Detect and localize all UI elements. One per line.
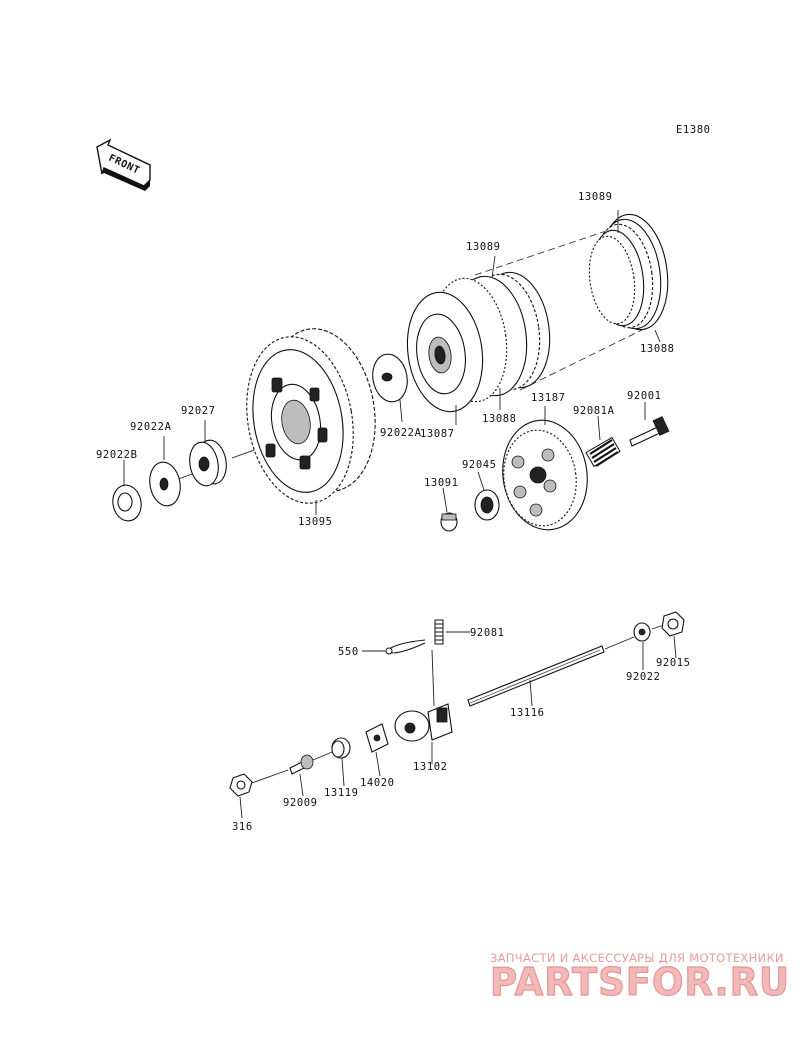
label-92001: 92001 [627, 390, 662, 402]
leader-line [341, 757, 345, 787]
pressure-plate [502, 419, 588, 531]
leader-line [491, 255, 496, 279]
leader-line [529, 679, 533, 707]
leader-line [239, 796, 243, 819]
label-92022A-left: 92022A [130, 421, 172, 433]
leader-line [399, 399, 403, 423]
label-14020: 14020 [360, 777, 395, 789]
label-92045: 92045 [462, 459, 497, 471]
pusher-13091 [440, 512, 458, 532]
axis-line [251, 769, 289, 784]
leader-line [477, 471, 485, 491]
sleeve-92027 [189, 439, 227, 487]
leader-line [654, 329, 661, 343]
watermark-brand: PARTSFOR.RU [490, 960, 790, 1004]
cotter-pin-550 [385, 639, 426, 655]
label-13088-mid: 13088 [482, 413, 517, 425]
diagram-code: E1380 [676, 124, 711, 136]
label-13088-right: 13088 [640, 343, 675, 355]
label-13119: 13119 [324, 787, 359, 799]
watermark-tagline: ЗАПЧАСТИ И АКСЕССУАРЫ ДЛЯ МОТОТЕХНИКИ [490, 951, 784, 965]
axis-line [604, 636, 635, 650]
label-13116: 13116 [510, 707, 545, 719]
label-92022A-right: 92022A [380, 427, 422, 439]
screw-92009 [289, 754, 314, 775]
leader-line [299, 773, 304, 797]
washer-92022A-right [372, 353, 408, 403]
label-13102: 13102 [413, 761, 448, 773]
push-rod [467, 645, 605, 707]
washer-92022B [112, 484, 142, 522]
label-13187: 13187 [531, 392, 566, 404]
watermark: ЗАПЧАСТИ И АКСЕССУАРЫ ДЛЯ МОТОТЕХНИКИ PA… [489, 951, 790, 1005]
axis-line [312, 751, 333, 761]
leader-line [597, 415, 601, 441]
washer-92022A-left [149, 461, 181, 507]
clutch-hub [406, 271, 551, 413]
leader-line [442, 487, 448, 513]
plate-pack-right [588, 213, 669, 331]
release-lever [394, 649, 453, 742]
label-13091: 13091 [424, 477, 459, 489]
label-13087: 13087 [420, 428, 455, 440]
nut-316 [229, 773, 253, 797]
label-92027: 92027 [181, 405, 216, 417]
front-arrow-icon: FRONT [96, 138, 151, 191]
leader-line [673, 635, 677, 659]
explode-line [474, 227, 616, 276]
label-316: 316 [232, 821, 253, 833]
plate-14020 [365, 723, 389, 753]
leader-line [375, 751, 381, 777]
label-13095: 13095 [298, 516, 333, 528]
label-92022: 92022 [626, 671, 661, 683]
bolt-92001 [629, 416, 670, 447]
label-92009: 92009 [283, 797, 318, 809]
label-92081: 92081 [470, 627, 505, 639]
label-13089-top: 13089 [578, 191, 613, 203]
label-92015: 92015 [656, 657, 691, 669]
spring-92081A [585, 436, 621, 468]
label-92081A: 92081A [573, 405, 615, 417]
bearing-92045 [474, 489, 500, 521]
label-550: 550 [338, 646, 359, 658]
nut-92015 [661, 611, 685, 637]
washer-92022 [633, 622, 651, 642]
clutch-housing-gear [246, 328, 376, 504]
explode-line [519, 324, 653, 391]
label-13089-mid: 13089 [466, 241, 501, 253]
part-13119 [331, 737, 351, 759]
label-92022B: 92022B [96, 449, 138, 461]
spring-92081 [434, 619, 444, 645]
